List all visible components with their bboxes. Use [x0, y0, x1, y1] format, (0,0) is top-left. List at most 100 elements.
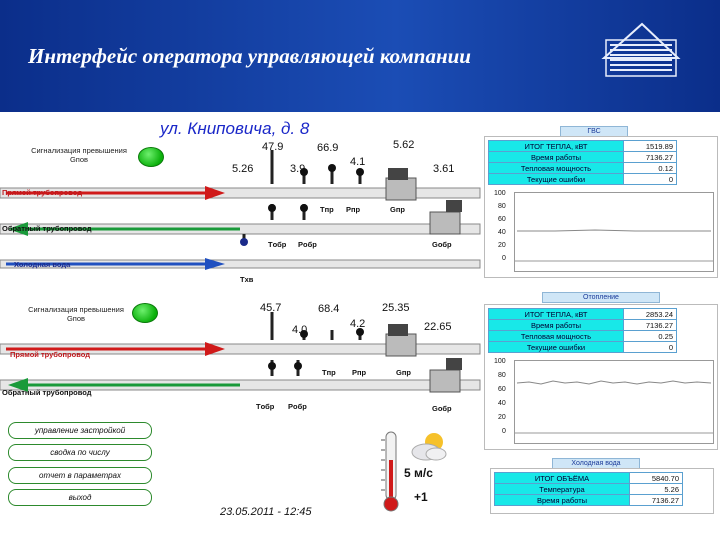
bottom-tag-pobr: Pобр: [288, 402, 307, 411]
gvs-trend-line: [515, 229, 713, 262]
title-bar: [0, 0, 720, 112]
top-return-label: Обратный трубопровод: [2, 224, 92, 233]
top-pipe-schematic: [0, 150, 481, 270]
building-logo-icon: [601, 22, 681, 77]
bottom-value-4: 4.0: [292, 324, 308, 336]
bottom-value-3: 25.35: [382, 302, 410, 314]
heating-value: 2853.24: [623, 308, 677, 320]
gvs-y-tick: 40: [498, 229, 506, 236]
bottom-tag-gpr: Gпр: [396, 368, 411, 377]
top-alarm-label: Сигнализация превышения Gпов: [31, 146, 127, 164]
heating-trend-chart: [514, 360, 714, 444]
gvs-y-tick: 20: [498, 242, 506, 249]
bottom-alarm-lamp: [132, 303, 158, 323]
top-tag-pobr: Pобр: [298, 240, 317, 249]
gvs-value: 1519.89: [623, 140, 677, 152]
gvs-key: Текущие ошибки: [488, 173, 624, 185]
heating-y-tick: 0: [502, 428, 506, 435]
top-value-5: 3.9: [290, 163, 306, 175]
bottom-value-1: 45.7: [260, 302, 282, 314]
heating-key: ИТОГ ТЕПЛА, кВТ: [488, 308, 624, 320]
summary-button[interactable]: сводка по числу: [8, 444, 152, 461]
datetime: 23.05.2011 - 12:45: [220, 506, 312, 518]
bottom-value-5: 4.2: [350, 318, 366, 330]
bottom-supply-label: Прямой трубопровод: [10, 350, 90, 359]
building-address: ул. Книповича, д. 8: [160, 119, 310, 138]
top-tag-txv: Tхв: [240, 275, 254, 284]
heating-value: 0.25: [623, 330, 677, 342]
heating-key: Время работы: [488, 319, 624, 331]
heating-key: Тепловая мощность: [488, 330, 624, 342]
gvs-y-tick: 80: [498, 203, 506, 210]
bottom-pipe-schematic: [0, 312, 481, 393]
control-button[interactable]: управление застройкой: [8, 422, 152, 439]
gvs-value: 0: [623, 173, 677, 185]
gvs-trend-chart: [514, 192, 714, 272]
outdoor-temperature: +1: [414, 490, 428, 504]
top-value-2: 66.9: [317, 142, 339, 154]
top-tag-gobr: Gобр: [432, 240, 452, 249]
bottom-value-2: 68.4: [318, 303, 340, 315]
partly-cloudy-icon: [411, 433, 447, 461]
gvs-key: ИТОГ ТЕПЛА, кВТ: [488, 140, 624, 152]
cold-value: 7136.27: [629, 494, 683, 506]
heating-panel-title: Отопление: [542, 292, 660, 303]
gvs-y-tick: 0: [502, 255, 506, 262]
heating-y-tick: 100: [494, 358, 506, 365]
top-value-6: 4.1: [350, 156, 366, 168]
exit-button[interactable]: выход: [8, 489, 152, 506]
top-cold-label: Холодная вода: [14, 260, 71, 269]
heating-y-tick: 60: [498, 386, 506, 393]
bottom-tag-tobr: Tобр: [256, 402, 275, 411]
top-tag-ppr: Pпр: [346, 205, 361, 214]
bottom-tag-ppr: Pпр: [352, 368, 367, 377]
top-alarm-lamp: [138, 147, 164, 167]
report-button[interactable]: отчет в параметрах: [8, 467, 152, 484]
bottom-tag-gobr: Gобр: [432, 404, 452, 413]
bottom-alarm-label: Сигнализация превышения Gпов: [28, 305, 124, 323]
heating-value: 7136.27: [623, 319, 677, 331]
gvs-value: 0.12: [623, 162, 677, 174]
cold-key: ИТОГ ОБЪЁМА: [494, 472, 630, 484]
top-value-3: 5.62: [393, 139, 415, 151]
gvs-y-tick: 100: [494, 190, 506, 197]
wind-speed: 5 м/с: [404, 466, 433, 480]
cold-key: Температура: [494, 483, 630, 495]
thermometer-icon: [381, 431, 399, 512]
top-value-4: 5.26: [232, 163, 254, 175]
heating-trend-line: [515, 380, 713, 434]
page-title: Интерфейс оператора управляющей компании: [28, 44, 471, 68]
top-value-1: 47.9: [262, 141, 284, 153]
cold-value: 5840.70: [629, 472, 683, 484]
top-value-7: 3.61: [433, 163, 455, 175]
cold-value: 5.26: [629, 483, 683, 495]
heating-key: Текущие ошибки: [488, 341, 624, 353]
bottom-tag-tpr: Tпр: [322, 368, 336, 377]
gvs-key: Время работы: [488, 151, 624, 163]
gvs-key: Тепловая мощность: [488, 162, 624, 174]
top-supply-label: Прямой трубопровод: [2, 188, 82, 197]
heating-value: 0: [623, 341, 677, 353]
cold-key: Время работы: [494, 494, 630, 506]
heating-y-tick: 80: [498, 372, 506, 379]
heating-y-tick: 20: [498, 414, 506, 421]
top-tag-gpr: Gпр: [390, 205, 405, 214]
top-tag-tobr: Tобр: [268, 240, 287, 249]
gvs-y-tick: 60: [498, 216, 506, 223]
heating-y-tick: 40: [498, 400, 506, 407]
bottom-return-label: Обратный трубопровод: [2, 388, 92, 397]
gvs-value: 7136.27: [623, 151, 677, 163]
